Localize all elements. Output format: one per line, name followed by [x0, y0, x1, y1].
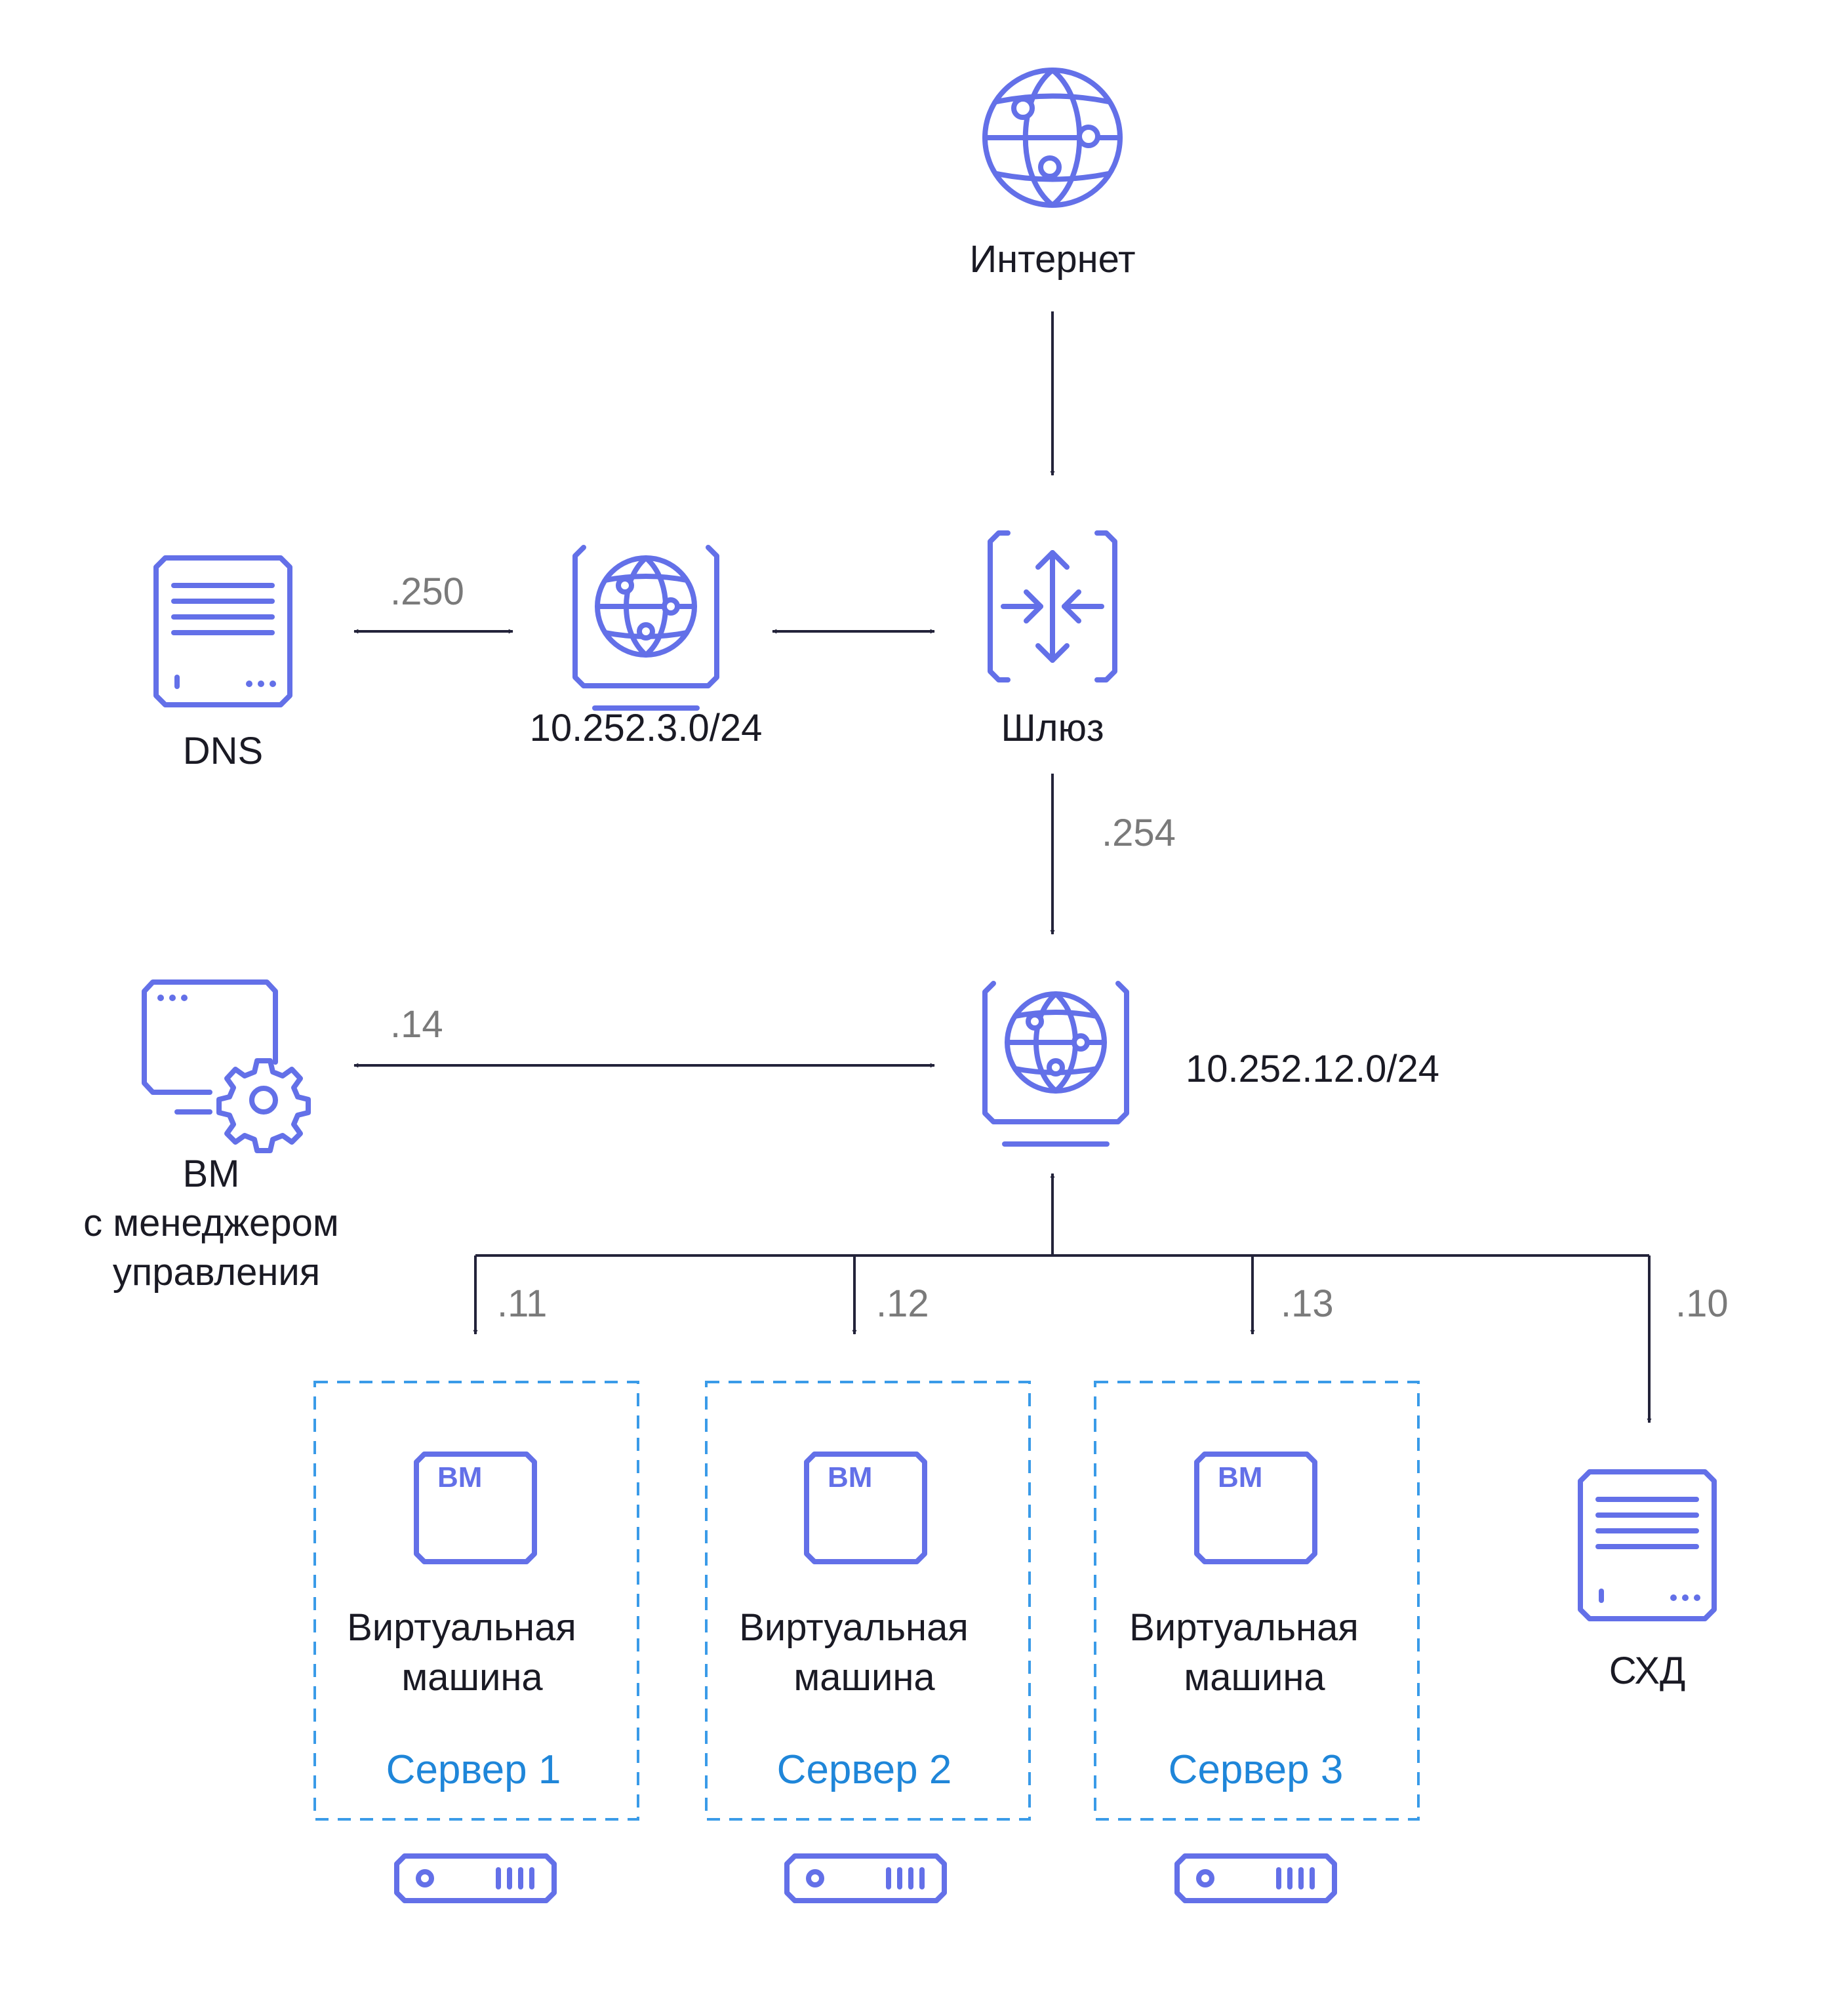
subnet-b-label: 10.252.12.0/24 [1186, 1048, 1439, 1090]
address-labels: .250 .254 .14 .11 .12 .13 .10 [390, 570, 1729, 1325]
manager-vm-node: ВМ с менеджером управления [83, 979, 350, 1294]
storage-node: СХД [1578, 1469, 1717, 1692]
gateway-label: Шлюз [1001, 707, 1104, 749]
window-gear-icon [142, 979, 311, 1153]
server-2-vm-tag: ВМ [828, 1461, 872, 1493]
subnet-a-node: 10.252.3.0/24 [530, 545, 763, 749]
server-2-vm-label-line2: машина [793, 1656, 935, 1699]
server-2-vm-label-line1: Виртуальная [739, 1606, 969, 1649]
gateway-node: Шлюз [988, 530, 1117, 749]
server-3-vm-label-line2: машина [1184, 1656, 1325, 1699]
server-3-vm-tag: ВМ [1218, 1461, 1262, 1493]
server-2-name: Сервер 2 [777, 1747, 952, 1792]
manager-vm-label-line2: с менеджером [83, 1202, 339, 1244]
server-2-boundary [705, 1381, 1031, 1821]
storage-label: СХД [1609, 1650, 1686, 1692]
dns-node: DNS [153, 555, 292, 772]
server3-address: .13 [1281, 1282, 1334, 1325]
server-3-group: ВМ Виртуальная машина Сервер 3 [1094, 1381, 1420, 1903]
mgr-vm-address: .14 [390, 1003, 443, 1046]
server-3-name: Сервер 3 [1169, 1747, 1344, 1792]
rack-server-icon [784, 1853, 947, 1903]
server-3-vm-label-line1: Виртуальная [1129, 1606, 1359, 1649]
gateway-address: .254 [1102, 812, 1176, 854]
internet-label: Интернет [969, 238, 1135, 281]
server-icon [1578, 1469, 1717, 1621]
rack-server-icon [394, 1853, 557, 1903]
subnet-a-label: 10.252.3.0/24 [530, 707, 763, 749]
server2-address: .12 [876, 1282, 929, 1325]
vm-chip-icon: ВМ [414, 1452, 537, 1564]
server-1-vm-label-line1: Виртуальная [347, 1606, 576, 1649]
storage-address: .10 [1675, 1282, 1729, 1325]
server-1-vm-label-line2: машина [401, 1656, 543, 1699]
server-3-boundary [1094, 1381, 1420, 1821]
manager-vm-label-line1: ВМ [182, 1153, 239, 1195]
server-1-name: Сервер 1 [386, 1747, 561, 1792]
manager-vm-label-line3: управления [113, 1251, 320, 1294]
server-3-vm-label: Виртуальная машина [1129, 1606, 1369, 1699]
dns-label: DNS [183, 730, 263, 772]
subnet-b-node: 10.252.12.0/24 [982, 981, 1439, 1147]
server-1-vm-label: Виртуальная машина [347, 1606, 587, 1699]
rack-server-icon [1174, 1853, 1337, 1903]
router-icon [988, 530, 1117, 682]
dns-address: .250 [390, 570, 464, 613]
network-monitor-icon [572, 545, 719, 711]
vm-chip-icon: ВМ [804, 1452, 927, 1564]
globe-icon [982, 68, 1123, 208]
server1-address: .11 [497, 1282, 547, 1325]
network-monitor-icon [982, 981, 1129, 1147]
server-2-group: ВМ Виртуальная машина Сервер 2 [705, 1381, 1031, 1903]
server-1-boundary [313, 1381, 639, 1821]
manager-vm-label: ВМ с менеджером управления [83, 1153, 350, 1294]
server-1-vm-tag: ВМ [437, 1461, 482, 1493]
server-2-vm-label: Виртуальная машина [739, 1606, 979, 1699]
server-icon [153, 555, 292, 707]
internet-node: Интернет [969, 68, 1136, 281]
connectors [353, 311, 1652, 1423]
server-1-group: ВМ Виртуальная машина Сервер 1 [313, 1381, 639, 1903]
vm-chip-icon: ВМ [1194, 1452, 1317, 1564]
